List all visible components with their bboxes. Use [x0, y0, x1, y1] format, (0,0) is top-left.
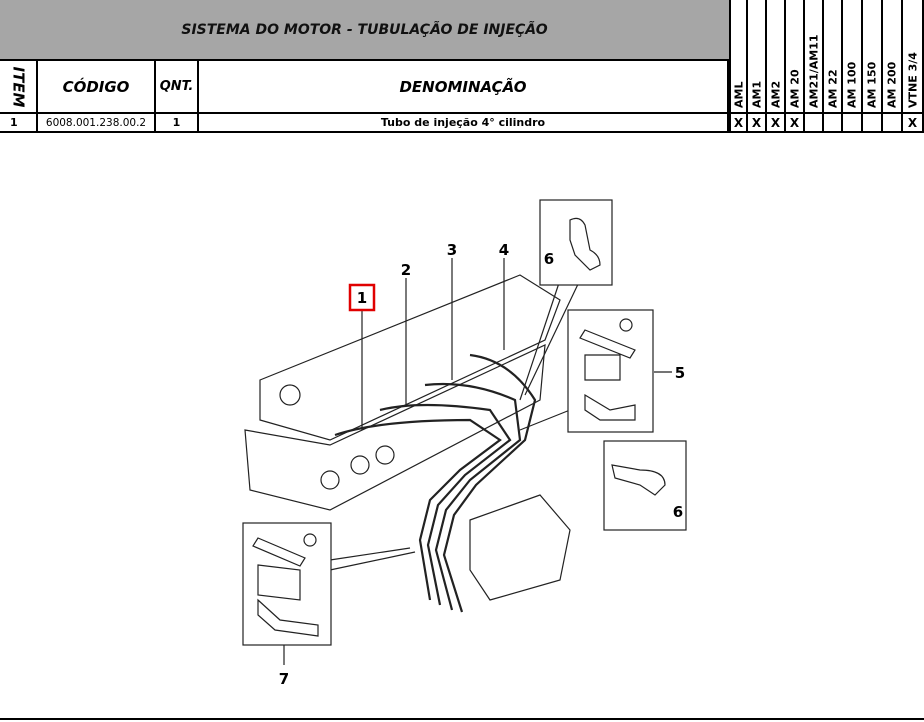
model-column-header: AM21/AM11 [805, 0, 824, 112]
model-label: AM 20 [788, 69, 801, 108]
model-mark: X [748, 112, 767, 133]
injection-pump [469, 494, 571, 601]
callout-6-right[interactable]: 6 [673, 503, 683, 521]
model-column-header: VTNE 3/4 [903, 0, 924, 112]
model-label: AM 200 [885, 61, 899, 108]
model-column-header: AM 22 [824, 0, 843, 112]
model-column-header: AM2 [767, 0, 786, 112]
model-mark [863, 112, 883, 133]
model-mark [883, 112, 903, 133]
model-mark: X [729, 112, 748, 133]
model-label: AM1 [750, 80, 763, 108]
model-column-header: AM1 [748, 0, 767, 112]
model-label: AM 22 [826, 69, 839, 108]
header-item-label: ITEM [9, 66, 27, 107]
model-mark: X [903, 112, 924, 133]
model-label: AM2 [769, 80, 782, 108]
bottom-border [0, 718, 924, 720]
model-mark: X [786, 112, 805, 133]
callout-3[interactable]: 3 [447, 241, 457, 259]
callout-1-highlight [348, 283, 376, 312]
model-column-header: AM 200 [883, 0, 903, 112]
model-column-header: AM 150 [863, 0, 883, 112]
model-mark [805, 112, 824, 133]
detail-box-5 [567, 309, 654, 433]
callout-1[interactable]: 1 [357, 289, 367, 307]
header-denominacao: DENOMINAÇÃO [199, 61, 729, 112]
row-denominacao: Tubo de injeção 4° cilindro [199, 112, 729, 133]
model-column-header: AM 20 [786, 0, 805, 112]
injection-pipes [334, 353, 537, 613]
header-qnt: QNT. [156, 61, 199, 112]
section-title: SISTEMA DO MOTOR - TUBULAÇÃO DE INJEÇÃO [0, 0, 729, 61]
header-codigo: CÓDIGO [38, 61, 156, 112]
engine-block [244, 344, 546, 511]
header-item: ITEM [0, 61, 38, 112]
callout-4[interactable]: 4 [499, 241, 509, 259]
model-column-header: AML [729, 0, 748, 112]
model-mark: X [767, 112, 786, 133]
row-codigo: 6008.001.238.00.2 [38, 112, 156, 133]
row-qnt: 1 [156, 112, 199, 133]
model-mark [824, 112, 843, 133]
model-label: AM21/AM11 [807, 34, 820, 108]
callout-2[interactable]: 2 [401, 261, 411, 279]
detail-box-6-top [539, 199, 613, 286]
model-label: VTNE 3/4 [906, 52, 919, 108]
cylinder-head [259, 274, 561, 441]
model-label: AML [732, 81, 745, 108]
callout-6-top[interactable]: 6 [544, 250, 554, 268]
injection-diagram: 1 2 3 4 5 6 6 7 [242, 199, 687, 688]
model-label: AM 150 [865, 61, 879, 108]
detail-box-6-right [603, 440, 687, 531]
model-mark [843, 112, 863, 133]
model-column-header: AM 100 [843, 0, 863, 112]
row-item: 1 [0, 112, 38, 133]
callout-5[interactable]: 5 [675, 364, 685, 382]
callout-7[interactable]: 7 [279, 670, 289, 688]
model-label: AM 100 [845, 61, 859, 108]
